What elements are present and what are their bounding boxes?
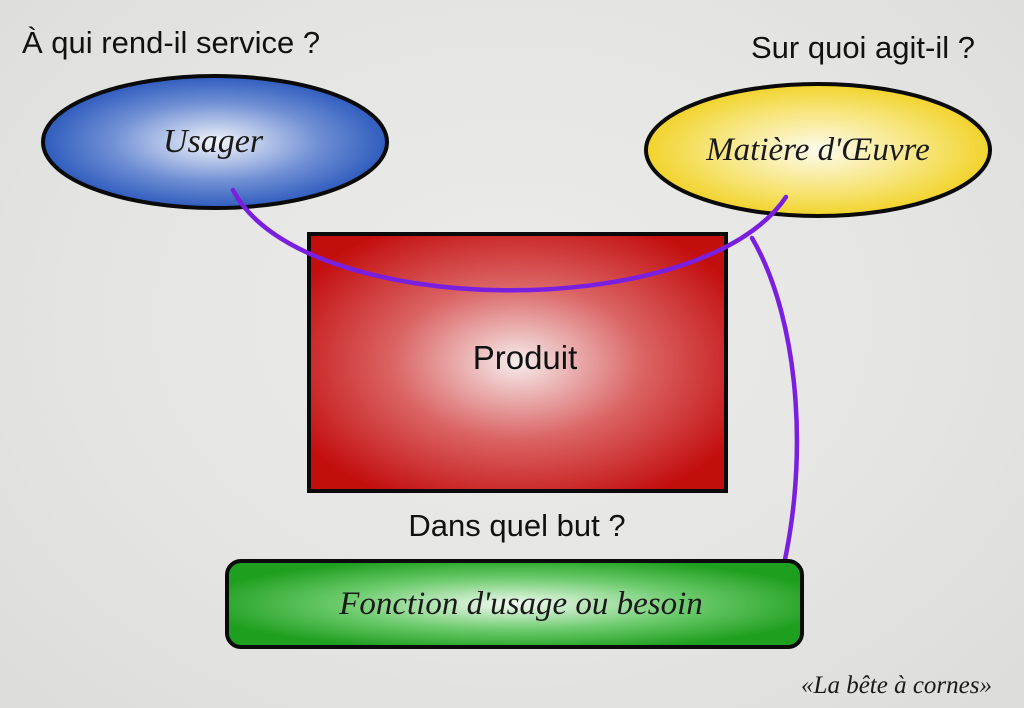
node-user: Usager <box>41 74 389 210</box>
user-label: Usager <box>163 123 264 160</box>
function-rect <box>225 559 804 649</box>
function-label: Fonction d'usage ou besoin <box>338 586 703 622</box>
material-label: Matière d'Œuvre <box>705 132 930 168</box>
product-label: Produit <box>473 339 578 376</box>
material-ellipse <box>644 82 992 218</box>
purpose-arrow <box>749 235 800 609</box>
user-ellipse <box>41 74 389 210</box>
node-function: Fonction d'usage ou besoin <box>225 559 804 649</box>
horns-curve <box>230 187 789 293</box>
question-why: Dans quel but ? <box>408 508 625 543</box>
caption: «La bête à cornes» <box>801 672 992 699</box>
question-what: Sur quoi agit-il ? <box>751 30 975 65</box>
question-who: À qui rend-il service ? <box>22 25 320 60</box>
node-material: Matière d'Œuvre <box>644 82 992 218</box>
